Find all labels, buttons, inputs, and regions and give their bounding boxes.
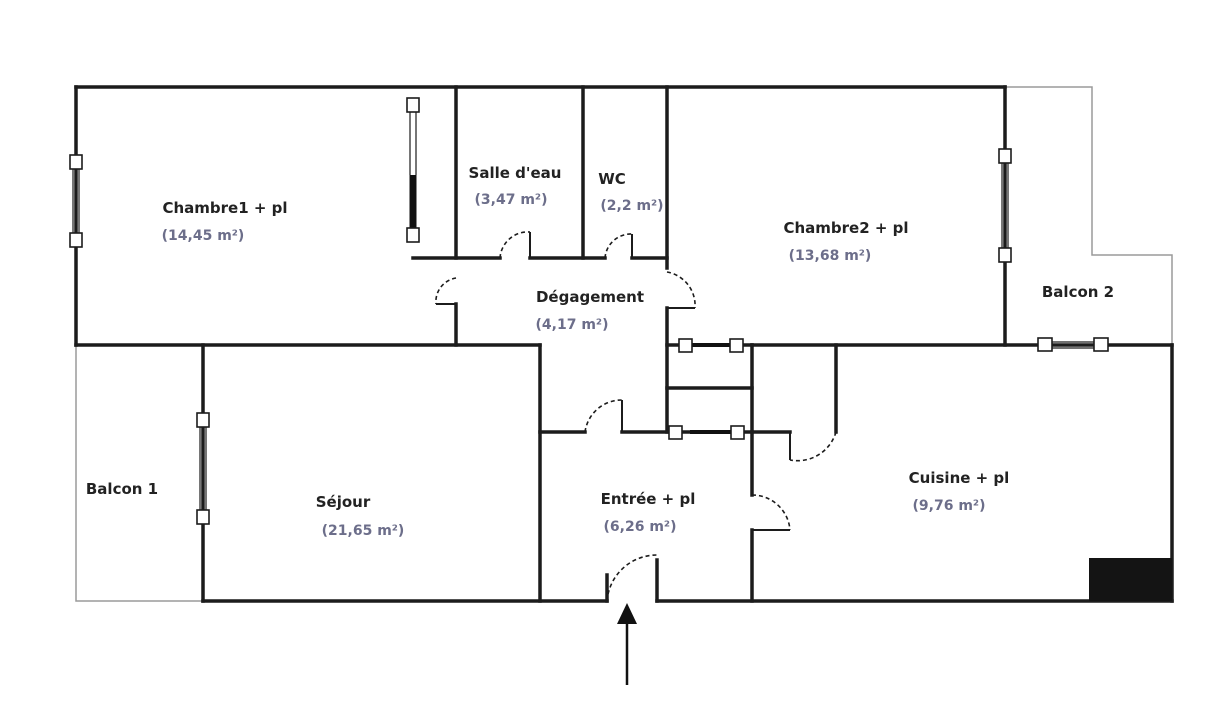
room-area: (6,26 m²) [604, 519, 677, 535]
room-entree: Entrée + pl (6,26 m²) [601, 490, 696, 535]
room-balcon1: Balcon 1 [86, 480, 158, 498]
room-balcon2: Balcon 2 [1042, 283, 1114, 301]
room-name: Dégagement [536, 288, 644, 306]
room-area: (21,65 m²) [322, 523, 405, 539]
room-area: (14,45 m²) [162, 228, 245, 244]
room-area: (4,17 m²) [536, 317, 609, 333]
balcon1-outline [75, 344, 203, 602]
room-name: Séjour [316, 493, 371, 511]
room-name: WC [598, 170, 626, 188]
kitchen-fixture [1089, 558, 1172, 601]
room-area: (3,47 m²) [475, 192, 548, 208]
room-chambre2: Chambre2 + pl (13,68 m²) [783, 219, 908, 264]
entrance-arrow-icon [617, 603, 637, 685]
room-chambre1: Chambre1 + pl (14,45 m²) [162, 199, 288, 244]
room-name: Chambre2 + pl [783, 219, 908, 237]
room-area: (9,76 m²) [913, 498, 986, 514]
room-degagement: Dégagement (4,17 m²) [536, 288, 644, 333]
room-name: Chambre1 + pl [162, 199, 287, 217]
balcon2-outline [1005, 86, 1173, 345]
room-name: Salle d'eau [469, 164, 562, 182]
room-name: Balcon 2 [1042, 283, 1114, 301]
interior-walls [409, 85, 838, 603]
room-wc: WC (2,2 m²) [598, 170, 663, 214]
room-name: Balcon 1 [86, 480, 158, 498]
room-name: Cuisine + pl [909, 469, 1010, 487]
doors [435, 231, 837, 602]
room-cuisine: Cuisine + pl (9,76 m²) [909, 469, 1010, 514]
room-name: Entrée + pl [601, 490, 696, 508]
room-sejour: Séjour (21,65 m²) [316, 493, 405, 539]
windows [69, 97, 1109, 525]
room-area: (2,2 m²) [600, 198, 663, 214]
room-salle-deau: Salle d'eau (3,47 m²) [469, 164, 562, 208]
room-area: (13,68 m²) [789, 248, 872, 264]
